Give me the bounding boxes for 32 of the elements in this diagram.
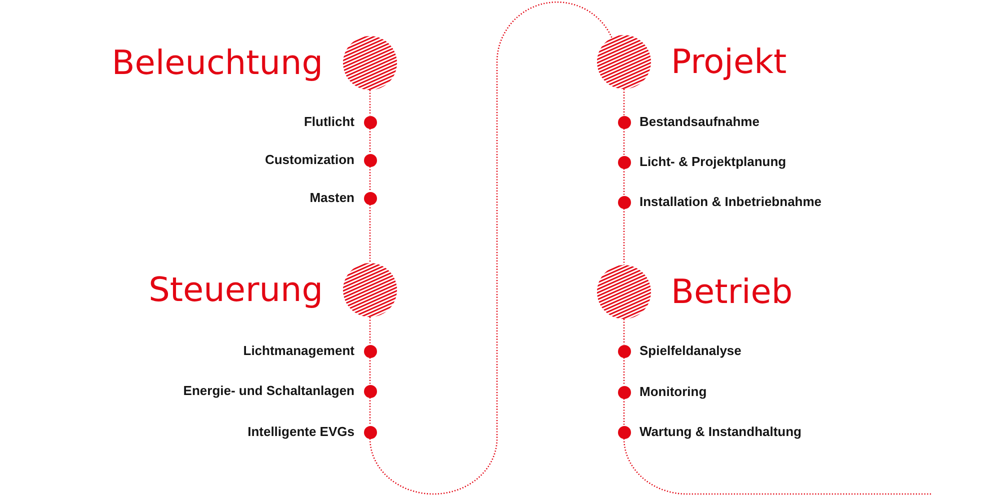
section-heading: Steuerung <box>148 271 323 309</box>
step-label: Bestandsaufnahme <box>640 115 760 129</box>
dotted-connector <box>369 317 371 344</box>
dotted-connector <box>369 358 371 384</box>
dotted-connector <box>623 89 625 116</box>
step-label: Licht- & Projektplanung <box>640 155 786 169</box>
dotted-connector <box>623 358 625 386</box>
dotted-connector <box>369 204 371 263</box>
dotted-connector <box>369 166 371 192</box>
step-label: Spielfeldanalyse <box>640 344 742 358</box>
dotted-connector <box>623 438 932 495</box>
dotted-connector <box>369 128 371 154</box>
step-label: Masten <box>310 191 354 205</box>
section-heading: Beleuchtung <box>112 44 323 82</box>
step-label: Lichtmanagement <box>243 344 354 358</box>
dotted-connector <box>623 208 625 265</box>
step-label: Energie- und Schaltanlagen <box>183 384 354 398</box>
dotted-connector <box>369 398 371 426</box>
dotted-connector <box>623 398 625 426</box>
step-label: Customization <box>264 153 354 167</box>
dotted-connector <box>623 168 625 196</box>
step-label: Intelligente EVGs <box>248 425 354 439</box>
dotted-connector <box>623 319 625 344</box>
dotted-connector <box>369 2 612 495</box>
step-label: Flutlicht <box>304 115 354 129</box>
dotted-connector <box>369 90 371 116</box>
dotted-connector <box>623 128 625 156</box>
step-label: Installation & Inbetriebnahme <box>640 195 822 209</box>
section-heading: Betrieb <box>671 273 793 311</box>
step-label: Monitoring <box>640 385 707 399</box>
section-heading: Projekt <box>671 43 787 81</box>
step-label: Wartung & Instandhaltung <box>640 425 802 439</box>
